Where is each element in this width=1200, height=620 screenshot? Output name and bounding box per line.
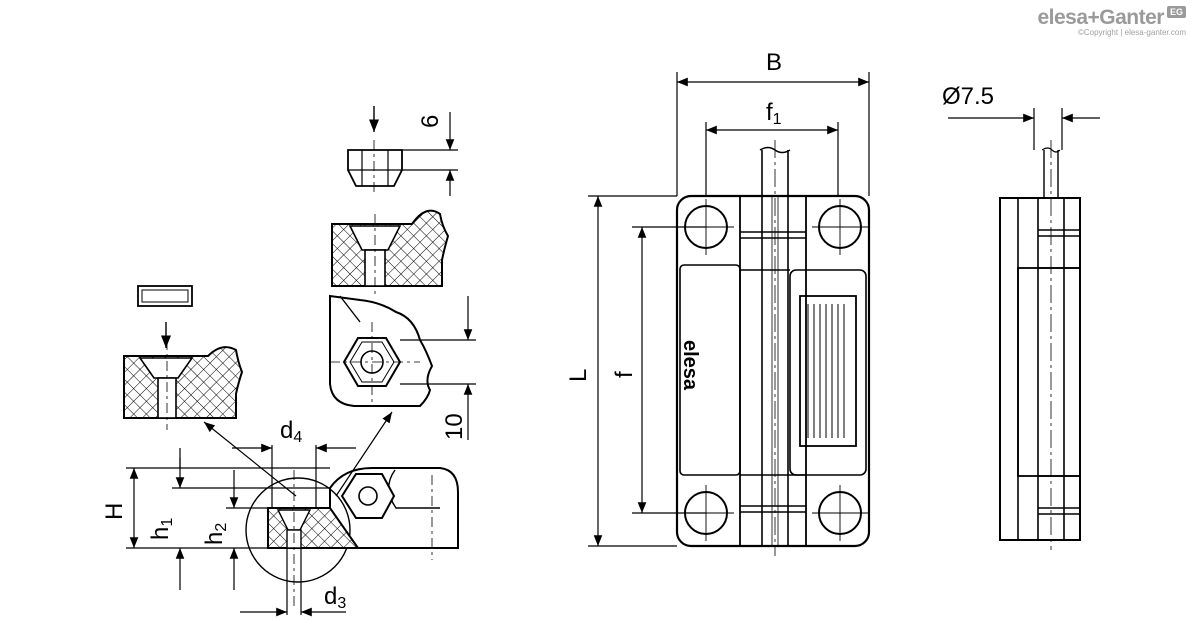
side-view-body xyxy=(999,197,1081,541)
label-d4: d4 xyxy=(280,417,302,446)
inset-hex-dimension xyxy=(400,296,476,440)
label-h2: h2 xyxy=(201,523,230,545)
label-d3: d3 xyxy=(324,583,346,612)
label-h1: h1 xyxy=(147,518,176,540)
brand-copyright: ©Copyright | elesa-ganter.com xyxy=(1077,28,1186,37)
label-B: B xyxy=(766,49,782,76)
side-view-dimension xyxy=(948,108,1100,150)
inset-nut-part xyxy=(347,149,403,187)
inset-nut-dimension xyxy=(402,112,458,196)
side-view-cover xyxy=(1017,267,1081,477)
section-dimensions xyxy=(126,411,393,617)
label-f: f xyxy=(611,371,638,378)
inset-countersunk xyxy=(123,285,244,430)
brand-name: elesa+Ganter xyxy=(1037,6,1164,29)
label-H: H xyxy=(101,503,128,520)
section-view xyxy=(245,467,459,610)
label-diameter-7-5: Ø7.5 xyxy=(942,83,994,110)
hinge-right-leaf xyxy=(789,269,867,476)
side-view xyxy=(999,140,1081,550)
front-view-dimensions xyxy=(588,72,870,547)
hinge-logo-text: elesa xyxy=(679,340,701,391)
inset-nut-body xyxy=(331,209,450,287)
hinge-cover xyxy=(799,295,857,447)
hinge-knuckle xyxy=(739,195,807,547)
label-10: 10 xyxy=(441,413,468,440)
label-6: 6 xyxy=(417,115,444,128)
front-view xyxy=(675,140,871,556)
label-L: L xyxy=(565,369,592,382)
section-hex-nut xyxy=(340,473,396,519)
inset-insert-part xyxy=(137,285,193,307)
label-f1: f1 xyxy=(766,99,782,128)
inset-nut xyxy=(331,106,450,296)
detail-circle xyxy=(245,477,351,583)
brand-badge: EG xyxy=(1166,6,1186,18)
inset-hex-view xyxy=(329,294,434,407)
section-body xyxy=(329,467,459,549)
